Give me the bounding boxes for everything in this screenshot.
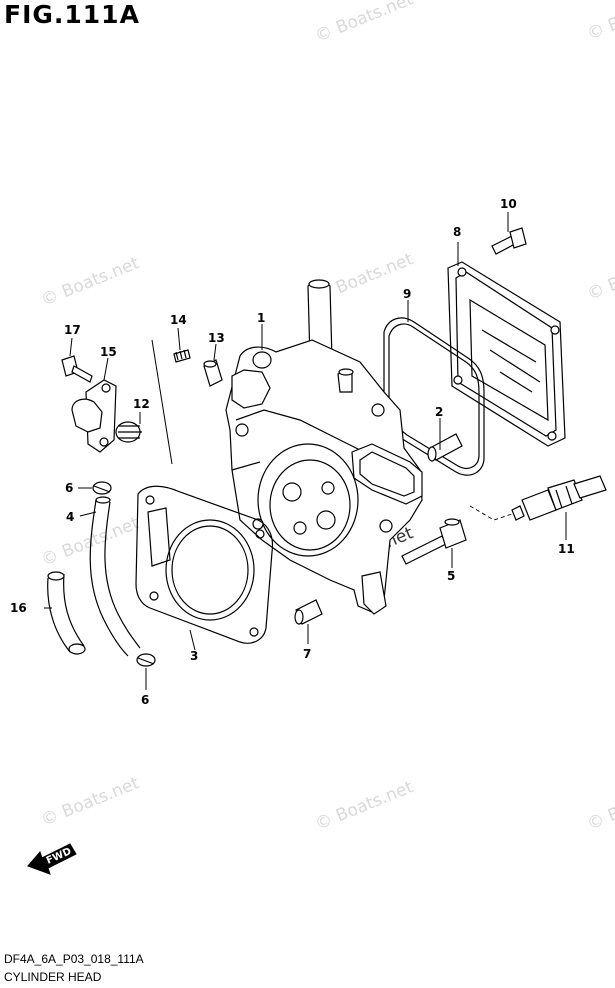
part-3-head-gasket [135,485,274,644]
callout-6-upper: 6 [65,481,73,495]
callout-4: 4 [66,510,74,524]
callout-14: 14 [170,313,187,327]
part-8-head-cover [447,261,566,447]
part-12-thermostat [115,421,142,443]
part-17-bolt [61,355,93,383]
figure-code: DF4A_6A_P03_018_111A [4,952,144,966]
leader-lines [44,212,567,690]
callout-labels: 1 2 3 4 5 6 6 7 8 9 10 11 12 13 14 15 16… [10,197,575,707]
callout-3: 3 [190,649,198,663]
callout-12: 12 [133,397,150,411]
callout-16: 16 [10,601,27,615]
part-16-hose [47,571,86,655]
part-14-stud [173,349,191,363]
watermark: © Boats.net [38,253,142,311]
watermark: © Boats.net [584,247,615,305]
part-13-dowel [203,359,223,387]
part-2-pin [427,433,463,462]
callout-6-lower: 6 [141,693,149,707]
part-11-spark-plug [469,475,607,521]
forward-arrow: FWD [27,843,77,875]
watermark: © Boats.net [584,0,615,45]
callout-9: 9 [403,287,411,301]
callout-8: 8 [453,225,461,239]
callout-1: 1 [257,311,265,325]
callout-2: 2 [435,405,443,419]
watermark: © Boats.net [584,777,615,835]
callout-11: 11 [558,542,575,556]
part-6-clip-upper [92,481,112,495]
callout-17: 17 [64,323,81,337]
figure-title: FIG.111A [4,0,140,29]
part-6-clip-lower [136,653,156,667]
callout-15: 15 [100,345,117,359]
watermark: © Boats.net [312,0,416,47]
part-10-bolt [491,227,527,255]
part-15-thermostat-cover [71,379,117,453]
callout-7: 7 [303,647,311,661]
part-1-cylinder-head [225,279,423,615]
figure-name: CYLINDER HEAD [4,970,102,984]
part-7-dowel [294,599,323,625]
callout-10: 10 [500,197,517,211]
watermark: © Boats.net [38,773,142,831]
part-4-hose [89,496,141,657]
watermark: © Boats.net [312,777,416,835]
callout-5: 5 [447,569,455,583]
callout-13: 13 [208,331,225,345]
part-5-bolt [401,518,467,565]
